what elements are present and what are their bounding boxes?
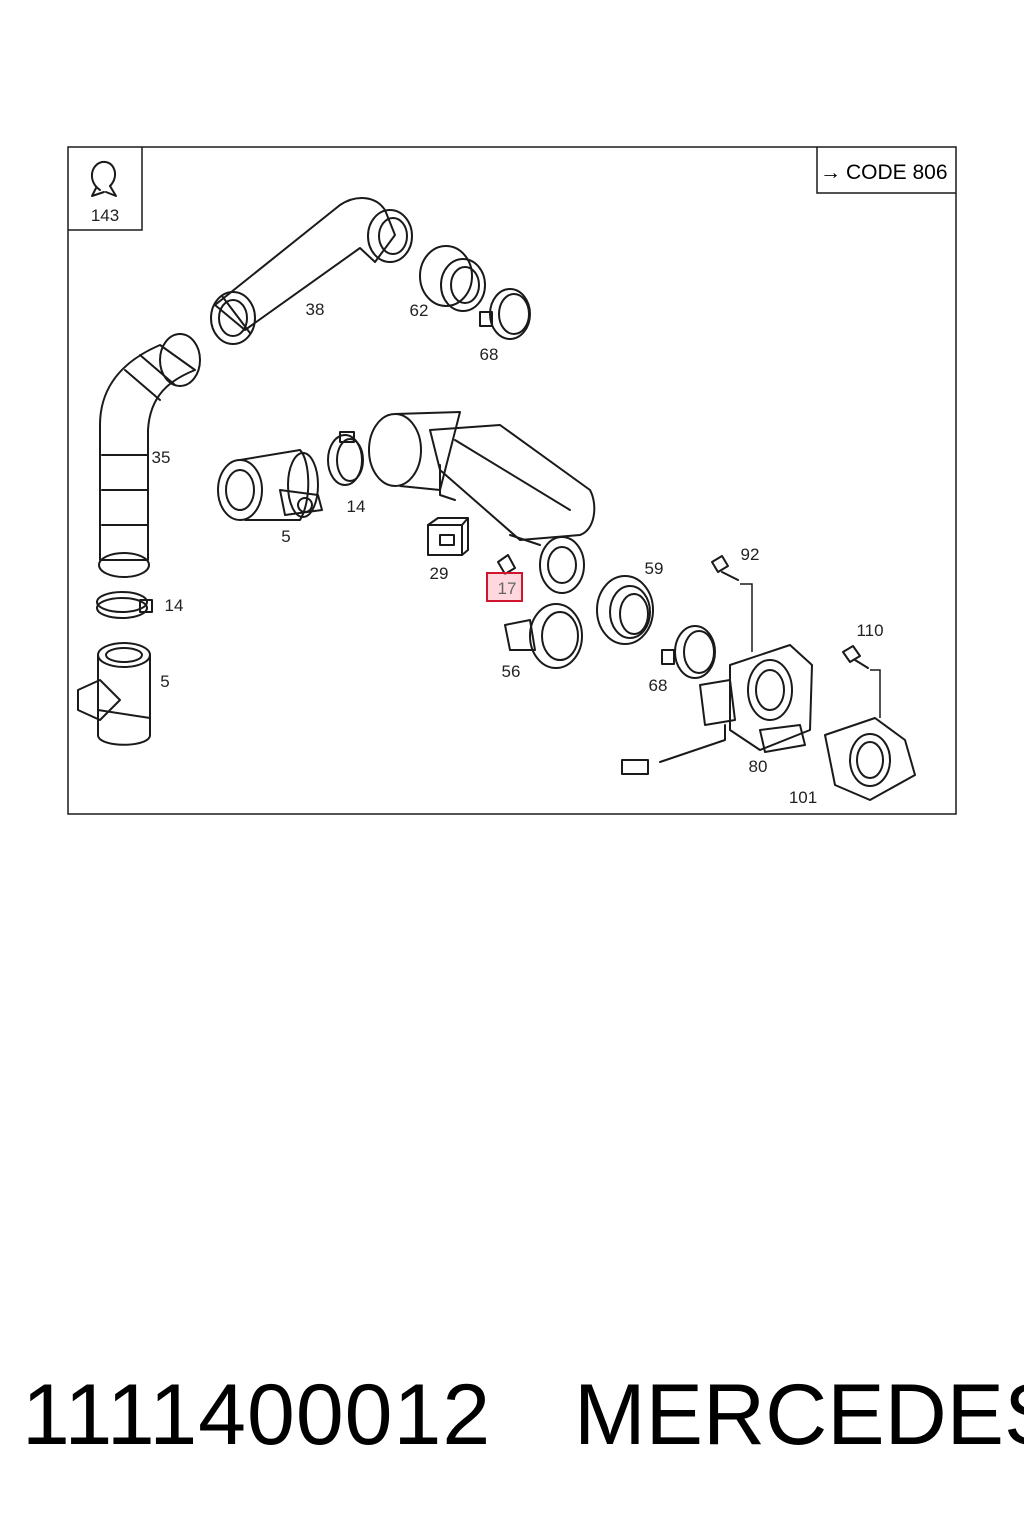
header-box-number: 143 <box>91 206 119 225</box>
label-14-middle: 14 <box>347 497 366 516</box>
part-62-coupling <box>419 245 486 312</box>
label-5-lower: 5 <box>160 672 169 691</box>
part-35-hose <box>98 333 201 578</box>
part-68-clamp-right <box>661 625 716 679</box>
label-101: 101 <box>789 788 817 807</box>
part-14-clamp-left <box>96 591 153 619</box>
label-110: 110 <box>856 621 883 640</box>
label-14-left: 14 <box>165 596 184 615</box>
footer-part-number: 1111400012 <box>22 1367 492 1463</box>
highlight-box-17 <box>486 572 523 602</box>
part-5-sensor-middle <box>217 449 323 521</box>
part-14-clamp-middle <box>327 431 364 486</box>
label-62: 62 <box>410 301 429 320</box>
part-80-throttle-body <box>621 644 813 775</box>
intake-tube <box>368 411 596 594</box>
part-110-bolt <box>842 645 881 718</box>
label-80: 80 <box>749 757 768 776</box>
footer-brand: MERCEDES <box>574 1367 1024 1463</box>
part-29-connector <box>427 517 469 556</box>
label-35: 35 <box>152 448 171 467</box>
label-56: 56 <box>502 662 521 681</box>
label-17: 17 <box>498 579 517 598</box>
part-17-screw <box>497 554 516 575</box>
part-92-bolt <box>711 555 753 652</box>
part-101-gasket <box>824 717 916 801</box>
part-68-clamp-top <box>479 288 531 340</box>
label-68-right: 68 <box>649 676 668 695</box>
label-29: 29 <box>430 564 449 583</box>
clip-icon <box>91 160 117 197</box>
part-59-bellows <box>596 575 654 645</box>
label-68-top: 68 <box>480 345 499 364</box>
label-5-middle: 5 <box>281 527 290 546</box>
part-56-elbow <box>504 603 583 669</box>
label-38: 38 <box>306 300 325 319</box>
code-box-text: CODE 806 <box>846 161 948 184</box>
code-box: → CODE 806 <box>816 147 956 194</box>
label-59: 59 <box>645 559 664 578</box>
part-5-sensor-lower <box>77 642 151 746</box>
diagram-frame <box>67 146 957 815</box>
header-box: 143 <box>68 147 143 231</box>
label-92: 92 <box>741 545 760 564</box>
code-arrow-icon: → <box>820 161 841 184</box>
part-38-hose <box>210 197 413 345</box>
